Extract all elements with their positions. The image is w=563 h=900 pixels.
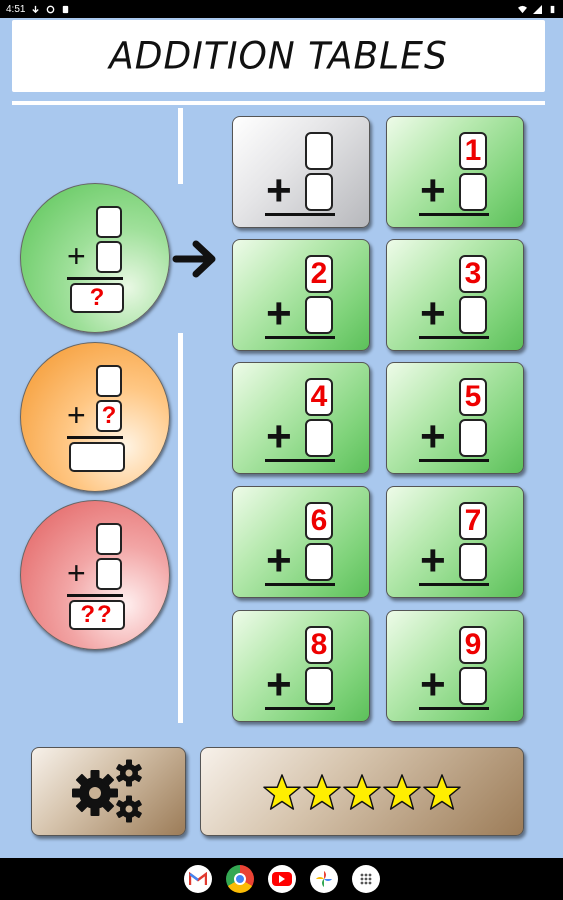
addend-box [459, 667, 487, 705]
plus-sign: + [67, 555, 86, 591]
mode-red-button[interactable]: + ?? [20, 500, 170, 650]
star-icon [303, 773, 341, 810]
plus-sign: + [266, 289, 292, 338]
table-number: 1 [459, 132, 487, 170]
settings-button[interactable] [31, 747, 186, 836]
sum-bar [265, 336, 335, 339]
plus-sign: + [420, 289, 446, 338]
sum-bar [265, 459, 335, 462]
table-tile-6[interactable]: 6 + [232, 486, 370, 598]
addend-box [96, 206, 122, 238]
table-number: 9 [459, 626, 487, 664]
table-number: 7 [459, 502, 487, 540]
chrome-icon[interactable] [225, 865, 254, 893]
sum-bar [67, 277, 123, 280]
question-box: ?? [69, 600, 125, 630]
question-box: ? [70, 283, 124, 313]
addend-box [459, 296, 487, 334]
table-tile-1[interactable]: 1 + [386, 116, 524, 228]
table-tile-random[interactable]: + [232, 116, 370, 228]
plus-sign: + [420, 660, 446, 709]
sim-icon [63, 5, 69, 13]
star-icon [423, 773, 461, 810]
addend-box [305, 543, 333, 581]
table-number [305, 132, 333, 170]
sum-bar [265, 583, 335, 586]
mode-green-button[interactable]: + ? [20, 183, 170, 333]
sum-bar [419, 583, 489, 586]
addend-box [96, 523, 122, 555]
table-number: 5 [459, 378, 487, 416]
addend-box [96, 558, 122, 590]
youtube-icon[interactable] [267, 865, 296, 893]
status-time: 4:51 [6, 3, 26, 15]
star-icon [343, 773, 381, 810]
gears-icon [71, 759, 142, 822]
arrow-right-icon [172, 240, 216, 278]
plus-sign: + [67, 397, 86, 433]
addend-box [305, 667, 333, 705]
sum-box [69, 442, 125, 472]
table-tile-3[interactable]: 3 + [386, 239, 524, 351]
addend-box [305, 173, 333, 211]
addend-box [305, 296, 333, 334]
divider-vertical-bottom [178, 333, 183, 723]
settings-status-icon [47, 5, 55, 13]
sum-bar [265, 213, 335, 216]
table-number: 4 [305, 378, 333, 416]
page-title: ADDITION TABLES [109, 34, 448, 78]
question-box: ? [96, 400, 122, 432]
addend-box [459, 543, 487, 581]
table-tile-2[interactable]: 2 + [232, 239, 370, 351]
plus-sign: + [266, 412, 292, 461]
sum-bar [265, 707, 335, 710]
app-drawer-icon[interactable] [351, 865, 380, 893]
plus-sign: + [67, 238, 86, 274]
table-tile-4[interactable]: 4 + [232, 362, 370, 474]
sum-bar [419, 707, 489, 710]
star-icon [383, 773, 421, 810]
plus-sign: + [420, 166, 446, 215]
plus-sign: + [420, 412, 446, 461]
star-rating [263, 773, 461, 811]
status-bar: 4:51 [0, 0, 563, 18]
battery-icon [550, 5, 555, 13]
table-tile-8[interactable]: 8 + [232, 610, 370, 722]
table-number: 8 [305, 626, 333, 664]
stars-button[interactable] [200, 747, 524, 836]
plus-sign: + [266, 166, 292, 215]
plus-sign: + [266, 660, 292, 709]
gmail-icon[interactable] [183, 865, 212, 893]
divider-horizontal [12, 101, 545, 105]
divider-vertical-top [178, 108, 183, 184]
plus-sign: + [420, 536, 446, 585]
sum-bar [67, 436, 123, 439]
addend-box [459, 173, 487, 211]
photos-icon[interactable] [309, 865, 338, 893]
table-tile-9[interactable]: 9 + [386, 610, 524, 722]
addend-box [459, 419, 487, 457]
sum-bar [419, 336, 489, 339]
mode-orange-button[interactable]: + ? [20, 342, 170, 492]
addend-box [96, 365, 122, 397]
star-icon [263, 773, 301, 810]
plus-sign: + [266, 536, 292, 585]
title-banner: ADDITION TABLES [12, 20, 545, 92]
signal-icon [533, 4, 542, 14]
table-number: 3 [459, 255, 487, 293]
sum-bar [419, 459, 489, 462]
addend-box [305, 419, 333, 457]
table-number: 2 [305, 255, 333, 293]
wifi-icon [518, 5, 527, 13]
sum-bar [419, 213, 489, 216]
navigation-bar [0, 858, 563, 900]
addend-box [96, 241, 122, 273]
download-icon [32, 5, 40, 13]
sum-bar [67, 594, 123, 597]
table-number: 6 [305, 502, 333, 540]
table-tile-7[interactable]: 7 + [386, 486, 524, 598]
table-tile-5[interactable]: 5 + [386, 362, 524, 474]
